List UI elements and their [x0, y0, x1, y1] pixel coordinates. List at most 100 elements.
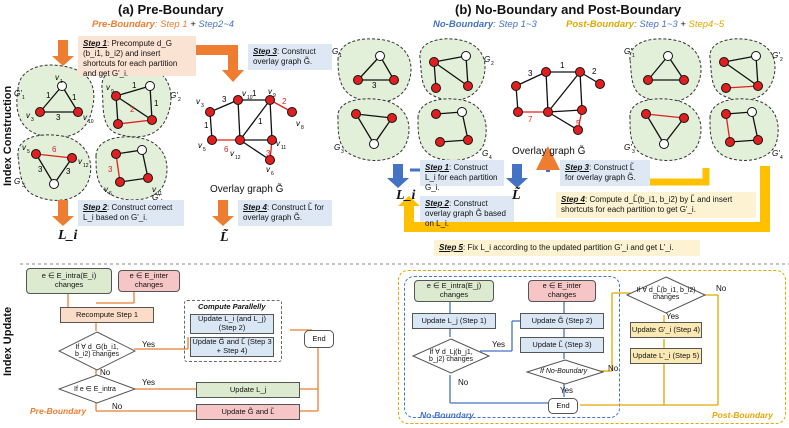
- svg-text:2: 2: [130, 105, 135, 114]
- svg-text:1: 1: [132, 81, 137, 90]
- a-cond1-text: If ∀ d_G(b_i1, b_i2) changes: [75, 344, 119, 358]
- b-step5: Step 5: Fix L_i according to the updated…: [434, 240, 700, 256]
- a-upd-intra-box: e ∈ E_intra(E_i) changes: [26, 268, 112, 294]
- svg-text:8: 8: [301, 125, 304, 131]
- svg-text:v: v: [196, 97, 201, 106]
- overlay-graph-b: 31 27 5: [511, 61, 605, 135]
- b-yes-1: Yes: [492, 340, 506, 349]
- svg-text:3: 3: [266, 149, 271, 158]
- svg-text:3: 3: [22, 183, 25, 189]
- b-step2: Step 2: Construct overlay graph G̃ based…: [420, 196, 514, 228]
- a-no-2: No: [112, 402, 123, 411]
- b-cond3-text: If ∀ d_L̃(b_i1, b_i2) changes: [636, 287, 696, 301]
- b-outer-group: [398, 270, 786, 424]
- a-step4: Step 4: Construct L̃ for overlay graph G…: [238, 200, 332, 226]
- partition-g4p-b: G'4: [709, 98, 783, 161]
- b-cond2-diamond: [526, 359, 604, 385]
- b-yes-2: Yes: [560, 386, 574, 395]
- svg-text:5: 5: [203, 147, 206, 153]
- svg-text:v: v: [83, 113, 88, 122]
- b-cond2-text: If No-Boundary: [540, 368, 588, 375]
- svg-text:9: 9: [111, 89, 114, 95]
- b-pb-label: Post-Boundary: [712, 410, 773, 420]
- svg-text:1: 1: [252, 89, 257, 98]
- b-cond1-text: If ∀ d_Lj(b_j1, b_j2) changes: [429, 349, 473, 363]
- svg-text:2: 2: [592, 67, 597, 76]
- svg-text:G': G': [14, 177, 22, 186]
- svg-text:5: 5: [27, 149, 30, 155]
- svg-text:6: 6: [109, 191, 112, 197]
- svg-text:1: 1: [46, 91, 51, 100]
- b-upd-intra-box: e ∈ E_intra(E_j) changes: [414, 280, 494, 302]
- svg-text:7: 7: [528, 115, 533, 124]
- b-no-1: No: [458, 378, 469, 387]
- b-step1: Step 1: Construct L_i for each partition…: [420, 160, 504, 192]
- svg-text:12: 12: [235, 155, 241, 161]
- svg-text:11: 11: [157, 191, 162, 197]
- b-cond1-diamond: [412, 338, 490, 374]
- partition-g4-a: 3 v6 v11 G'4: [95, 136, 168, 205]
- svg-text:G': G': [772, 51, 780, 60]
- svg-text:v: v: [22, 143, 27, 152]
- a-step2: Step 2: Construct correct L_i based on G…: [78, 200, 184, 226]
- svg-text:6: 6: [224, 145, 229, 154]
- a-output-ltilde: L̃: [220, 230, 229, 245]
- b-upd-lp-box: Update L'_i (Step 5): [630, 348, 702, 364]
- panel-a-title: (a) Pre-Boundary: [118, 2, 224, 17]
- a-no-1: No: [100, 368, 111, 377]
- b-end-box: End: [548, 398, 578, 414]
- b-upd-l-box: Update L̃ (Step 3): [520, 337, 604, 353]
- svg-text:3: 3: [108, 165, 113, 174]
- b-no-2: No: [608, 364, 619, 373]
- svg-text:2: 2: [282, 97, 287, 106]
- svg-text:3: 3: [372, 81, 377, 90]
- svg-text:3: 3: [222, 95, 227, 104]
- svg-text:3: 3: [341, 149, 344, 155]
- svg-text:2: 2: [491, 61, 494, 67]
- a-update-label: Pre-Boundary: [30, 406, 87, 416]
- svg-text:1: 1: [72, 93, 77, 102]
- svg-text:5: 5: [576, 119, 581, 128]
- a-step3: Step 3: Construct overlay graph G̃.: [248, 44, 332, 70]
- svg-text:3: 3: [66, 167, 71, 176]
- a-end-box: End: [304, 330, 334, 348]
- svg-text:v: v: [296, 119, 301, 128]
- update-a-connectors: [67, 289, 319, 412]
- svg-text:12: 12: [83, 163, 89, 169]
- orange-arrows-a: [52, 40, 244, 226]
- svg-text:G': G': [14, 89, 22, 98]
- svg-text:1: 1: [154, 99, 159, 108]
- a-output-li: L_i: [58, 228, 78, 243]
- svg-text:G: G: [334, 143, 340, 152]
- svg-text:3: 3: [528, 69, 533, 78]
- b-no-3: No: [716, 284, 727, 293]
- a-upd-g-box: Update G̃ and L̃ (Step 3 + Step 4): [190, 337, 274, 357]
- a-cond2-text: If e ∈ E_intra: [74, 386, 116, 393]
- partition-g3p-b: G'3: [624, 98, 702, 161]
- svg-text:3: 3: [632, 149, 635, 155]
- svg-text:G: G: [484, 55, 490, 64]
- panel-b-title: (b) No-Boundary and Post-Boundary: [455, 2, 682, 17]
- svg-text:G': G': [624, 143, 632, 152]
- b-nb-label: No-Boundary: [420, 410, 474, 420]
- partition-g1p-b: G'1: [624, 38, 702, 103]
- svg-text:v: v: [268, 87, 273, 96]
- svg-text:v: v: [104, 185, 109, 194]
- svg-text:1: 1: [339, 53, 342, 59]
- a-recompute-box: Recompute Step 1: [60, 307, 154, 323]
- svg-text:v: v: [242, 89, 247, 98]
- svg-text:1: 1: [22, 95, 25, 101]
- svg-text:G: G: [482, 149, 488, 158]
- svg-text:v: v: [230, 149, 235, 158]
- svg-text:1: 1: [204, 121, 209, 130]
- panel-a-subtitle: Pre-Boundary: Step 1 + Step2~4: [92, 19, 235, 30]
- a-overlay-label: Overlay graph G̃: [210, 184, 284, 195]
- a-yes-1: Yes: [142, 340, 156, 349]
- b-cond3-diamond: [626, 276, 706, 314]
